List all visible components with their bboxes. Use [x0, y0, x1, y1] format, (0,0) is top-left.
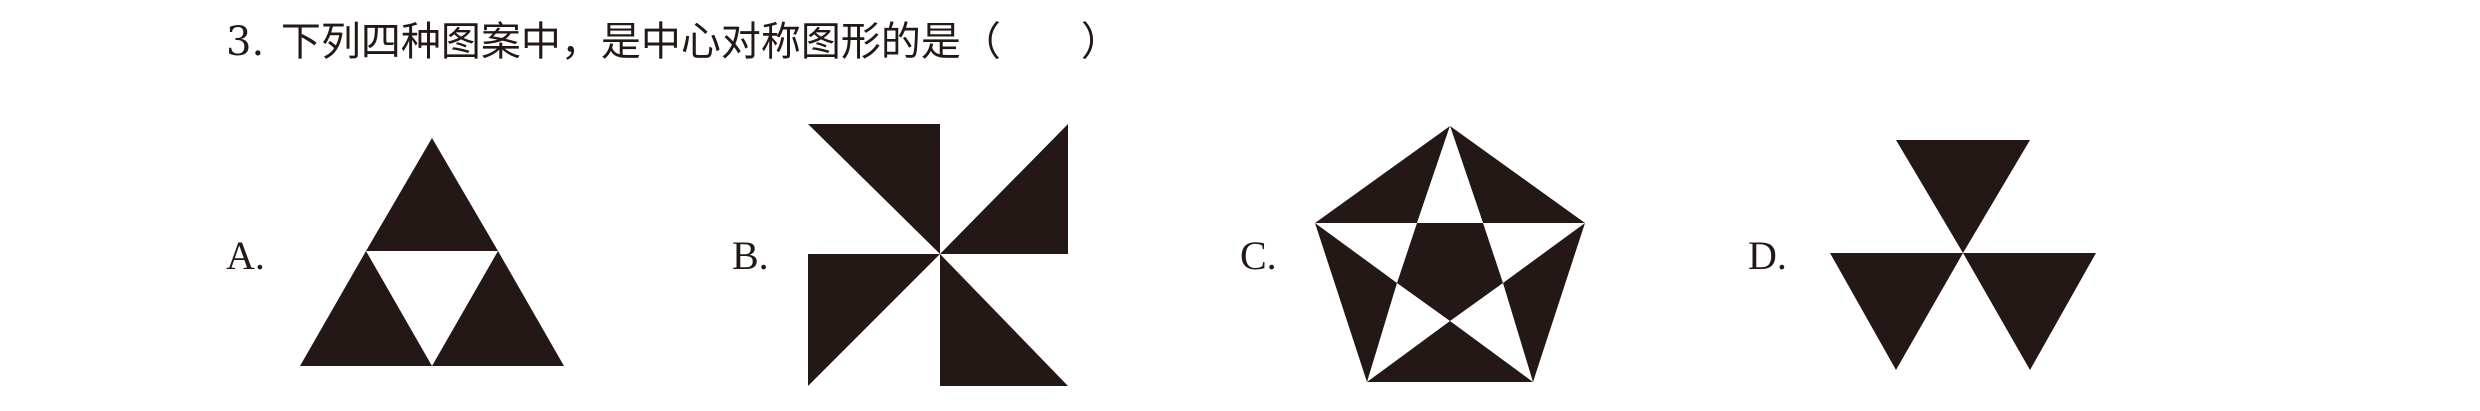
option-d-label: D. — [1748, 233, 1787, 278]
question-stem: 3. 下列四种图案中，是中心对称图形的是（ ） — [226, 14, 1121, 70]
option-c-label: C. — [1240, 233, 1277, 278]
question-text: 下列四种图案中，是中心对称图形的是（ — [280, 19, 1001, 65]
pinwheel-icon — [808, 124, 1068, 386]
three-triangles-icon — [1830, 140, 2096, 370]
pentagon-star-icon — [1315, 126, 1585, 382]
option-b-label: B. — [732, 233, 769, 278]
option-a-label: A. — [226, 233, 265, 278]
triangle-triforce-icon — [300, 138, 564, 366]
question-close-paren: ） — [1080, 19, 1121, 65]
question-number: 3. — [226, 19, 265, 65]
